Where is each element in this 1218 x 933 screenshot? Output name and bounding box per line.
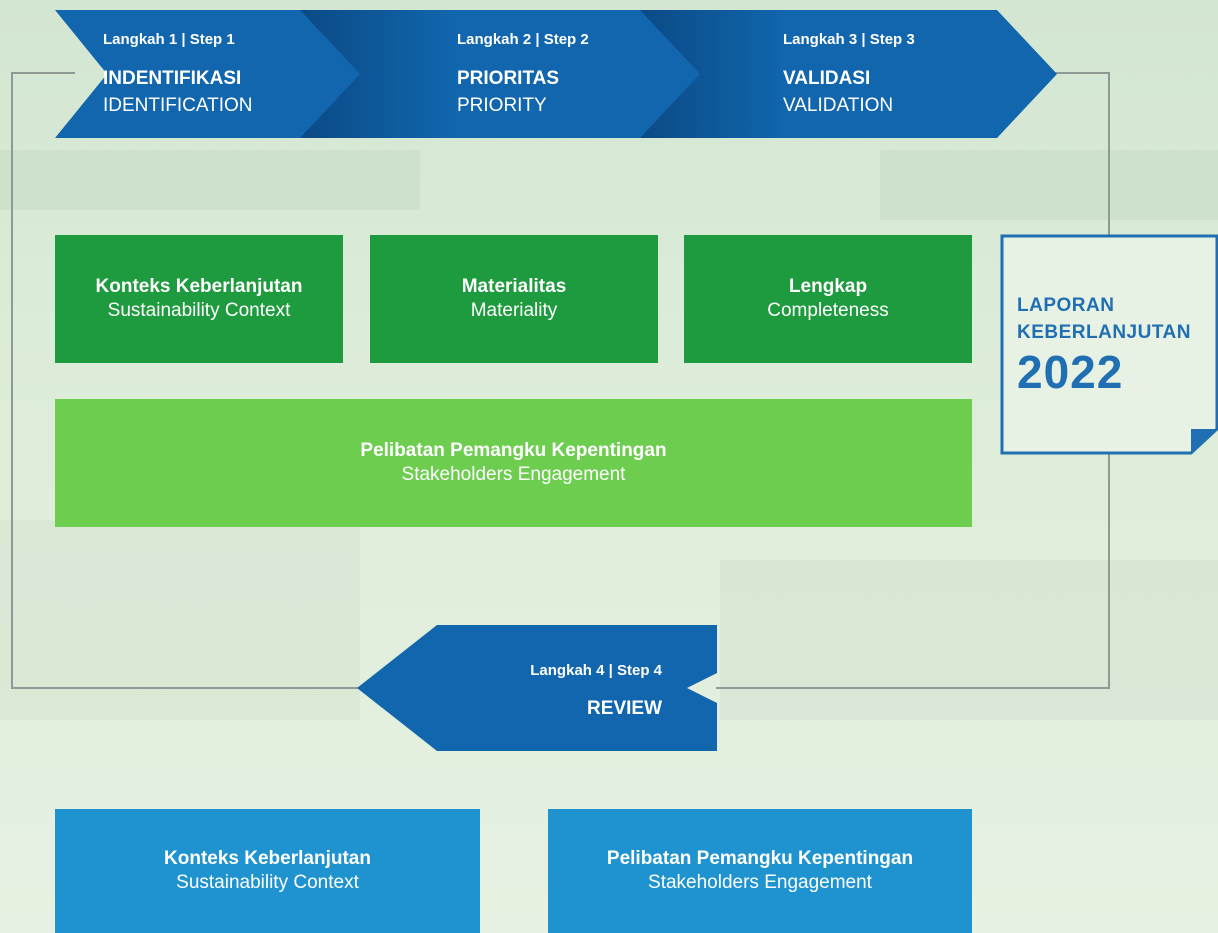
chevron-shape: [357, 625, 717, 751]
report-line-2: KEBERLANJUTAN: [1017, 322, 1191, 343]
engagement-title: Pelibatan Pemangku Kepentingan: [360, 440, 667, 461]
step-1-subtitle: IDENTIFICATION: [103, 95, 253, 116]
principle-sustainability-context: Konteks Keberlanjutan Sustainability Con…: [55, 235, 343, 363]
connector-left: [11, 72, 360, 689]
step-4-chevron: Langkah 4 | Step 4 REVIEW: [357, 625, 717, 751]
chevron-shape: [300, 10, 740, 138]
principle-title: Konteks Keberlanjutan: [95, 276, 303, 297]
step-1-chevron: Langkah 1 | Step 1 INDENTIFIKASI IDENTIF…: [55, 10, 415, 138]
chevron-shape: [55, 10, 415, 138]
principle-materiality: Materialitas Materiality: [370, 235, 658, 363]
step-1-header: Langkah 1 | Step 1: [103, 31, 235, 48]
principle-subtitle: Completeness: [767, 300, 889, 321]
review-subtitle: Stakeholders Engagement: [648, 872, 872, 893]
step-3-title: VALIDASI: [783, 68, 871, 89]
step-3-chevron: Langkah 3 | Step 3 VALIDASI VALIDATION: [640, 10, 1057, 138]
report-year: 2022: [1017, 346, 1124, 398]
principle-subtitle: Sustainability Context: [107, 300, 291, 321]
step-4-title: REVIEW: [587, 698, 662, 719]
background-shape: [880, 150, 1218, 220]
step-1-title: INDENTIFIKASI: [103, 68, 242, 89]
principle-subtitle: Materiality: [470, 300, 558, 321]
step-2-subtitle: PRIORITY: [457, 95, 547, 116]
review-stakeholder-engagement: Pelibatan Pemangku Kepentingan Stakehold…: [548, 809, 972, 933]
step-3-header: Langkah 3 | Step 3: [783, 31, 915, 48]
stakeholder-engagement-box: Pelibatan Pemangku Kepentingan Stakehold…: [55, 399, 972, 527]
step-3-subtitle: VALIDATION: [783, 95, 894, 116]
principle-completeness: Lengkap Completeness: [684, 235, 972, 363]
background-shape: [720, 560, 1218, 720]
report-document-icon: [1000, 234, 1218, 455]
step-2-title: PRIORITAS: [457, 68, 560, 89]
report-label: LAPORAN KEBERLANJUTAN 2022: [1017, 292, 1191, 398]
review-title: Pelibatan Pemangku Kepentingan: [606, 848, 914, 869]
background-shape: [0, 520, 360, 720]
principle-title: Lengkap: [788, 276, 868, 297]
step-2-chevron: Langkah 2 | Step 2 PRIORITAS PRIORITY: [300, 10, 740, 138]
step-2-header: Langkah 2 | Step 2: [457, 31, 589, 48]
report-line-1: LAPORAN: [1017, 295, 1115, 316]
background-shape: [0, 150, 420, 210]
principle-title: Materialitas: [461, 276, 567, 297]
step-4-header: Langkah 4 | Step 4: [530, 662, 662, 679]
engagement-subtitle: Stakeholders Engagement: [401, 464, 626, 485]
review-subtitle: Sustainability Context: [176, 872, 359, 893]
review-title: Konteks Keberlanjutan: [164, 848, 371, 869]
chevron-shape: [640, 10, 1057, 138]
review-sustainability-context: Konteks Keberlanjutan Sustainability Con…: [55, 809, 480, 933]
